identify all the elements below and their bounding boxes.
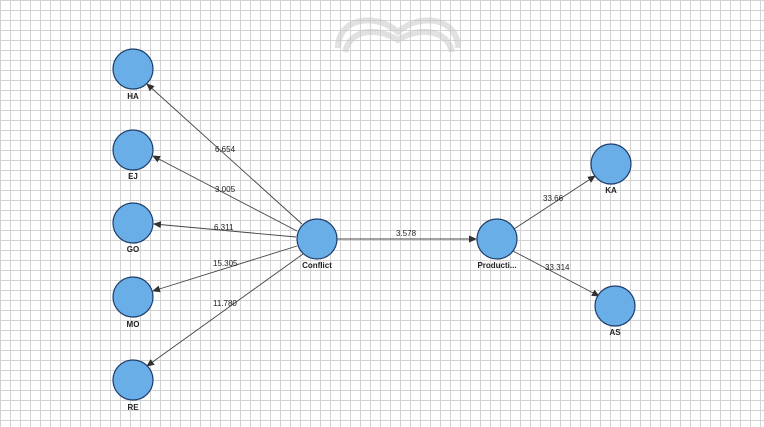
edge-label-conflict-ha: 6.654 xyxy=(215,145,236,154)
node-ka[interactable] xyxy=(590,143,632,185)
node-go[interactable] xyxy=(112,202,154,244)
node-label-ka: KA xyxy=(605,186,617,195)
node-label-as: AS xyxy=(609,328,621,337)
node-label-mo: MO xyxy=(127,320,140,329)
node-label-conflict: Conflict xyxy=(302,261,332,270)
node-production[interactable] xyxy=(476,218,518,260)
node-as[interactable] xyxy=(594,285,636,327)
edge-conflict-ej[interactable] xyxy=(152,155,298,232)
edge-production-as[interactable] xyxy=(512,250,600,297)
edge-label-conflict-mo: 15.305 xyxy=(213,259,238,268)
node-conflict[interactable] xyxy=(296,218,338,260)
node-label-production: Producti... xyxy=(477,261,516,270)
node-label-ej: EJ xyxy=(128,172,138,181)
node-label-ha: HA xyxy=(127,92,139,101)
edge-conflict-ha[interactable] xyxy=(146,83,303,225)
watermark-emblem xyxy=(335,17,461,53)
edge-conflict-mo[interactable] xyxy=(152,245,298,293)
node-label-re: RE xyxy=(127,403,139,412)
edge-production-ka[interactable] xyxy=(513,175,596,230)
edge-conflict-go[interactable] xyxy=(153,221,297,238)
node-ha[interactable] xyxy=(112,48,154,90)
edge-label-conflict-production: 3.578 xyxy=(396,229,417,238)
node-re[interactable] xyxy=(112,359,154,401)
edge-conflict-re[interactable] xyxy=(146,253,304,367)
edge-label-conflict-go: 6.311 xyxy=(214,223,234,232)
edge-label-conflict-re: 11.780 xyxy=(213,299,237,308)
node-label-go: GO xyxy=(127,245,139,254)
node-ej[interactable] xyxy=(112,129,154,171)
edge-label-production-as: 33.314 xyxy=(545,263,570,272)
edge-label-production-ka: 33.66 xyxy=(543,194,564,203)
node-mo[interactable] xyxy=(112,276,154,318)
edge-label-conflict-ej: 3.005 xyxy=(215,185,236,194)
